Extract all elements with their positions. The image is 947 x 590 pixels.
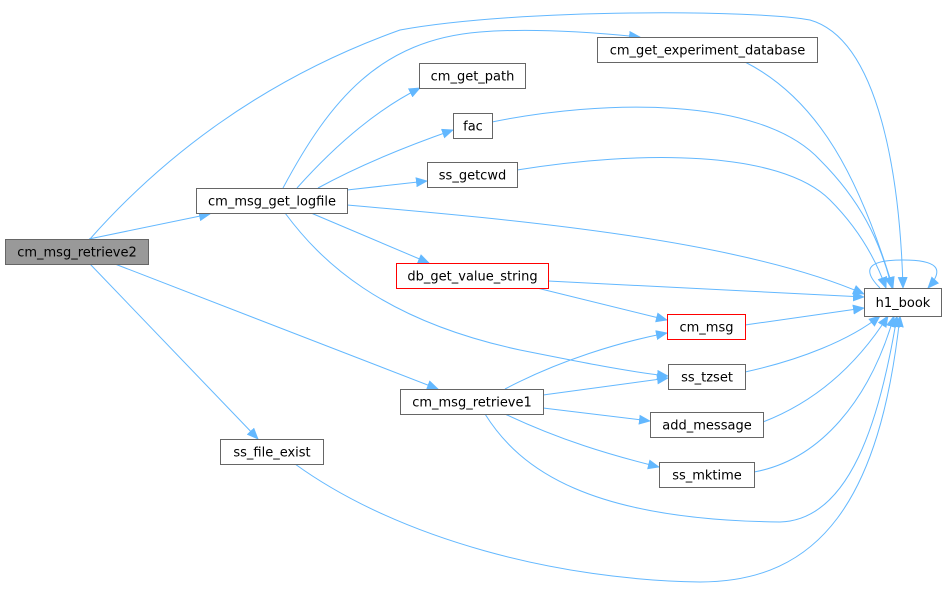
edge-cm-msg-retrieve1-to-cm-msg bbox=[504, 330, 668, 390]
node-box-cm-msg-retrieve2 bbox=[5, 239, 149, 265]
edge-cm-msg-retrieve2-to-cm-msg-retrieve1 bbox=[114, 263, 439, 390]
edge-cm-get-experiment-database-to-h1-book bbox=[744, 61, 895, 289]
node-label-add-message: add_message bbox=[662, 419, 751, 434]
node-box-cm-get-experiment-database bbox=[597, 37, 818, 63]
node-ss-mktime[interactable]: ss_mktime bbox=[659, 462, 755, 488]
node-box-cm-msg bbox=[667, 314, 746, 340]
edge-cm-msg-get-logfile-to-ss-getcwd bbox=[346, 177, 428, 191]
node-box-ss-file-exist bbox=[220, 439, 324, 465]
node-box-ss-tzset bbox=[668, 364, 746, 390]
node-cm-msg-retrieve1[interactable]: cm_msg_retrieve1 bbox=[400, 389, 544, 415]
node-box-db-get-value-string bbox=[396, 263, 549, 289]
edge-cm-msg-get-logfile-to-db-get-value-string bbox=[310, 212, 430, 264]
edge-cm-msg-retrieve2-to-h1-book bbox=[89, 12, 908, 289]
edge-ss-getcwd-to-h1-book bbox=[516, 157, 888, 289]
edge-cm-msg-retrieve1-to-h1-book bbox=[484, 315, 901, 523]
node-box-h1-book bbox=[864, 288, 942, 317]
node-ss-file-exist[interactable]: ss_file_exist bbox=[220, 439, 324, 465]
node-add-message[interactable]: add_message bbox=[650, 412, 764, 438]
node-ss-getcwd[interactable]: ss_getcwd bbox=[427, 162, 518, 188]
node-label-h1-book: h1_book bbox=[876, 296, 931, 311]
edge-cm-msg-get-logfile-to-fac bbox=[317, 128, 454, 189]
edges-layer bbox=[88, 12, 940, 583]
node-label-cm-get-path: cm_get_path bbox=[431, 70, 515, 85]
nodes-layer: cm_msg_retrieve2 cm_msg_get_logfile cm_msg… bbox=[5, 37, 942, 488]
edge-cm-msg-get-logfile-to-ss-tzset bbox=[284, 212, 669, 380]
node-cm-get-experiment-database[interactable]: cm_get_experiment_database bbox=[597, 37, 818, 63]
edge-add-message-to-h1-book bbox=[762, 315, 889, 423]
node-label-fac: fac bbox=[463, 120, 483, 135]
edge-cm-msg-get-logfile-to-h1-book bbox=[346, 204, 865, 295]
node-box-ss-getcwd bbox=[427, 162, 518, 188]
node-box-ss-mktime bbox=[659, 462, 755, 488]
node-box-fac bbox=[453, 113, 493, 139]
node-label-db-get-value-string: db_get_value_string bbox=[407, 270, 537, 285]
node-label-ss-file-exist: ss_file_exist bbox=[233, 446, 310, 461]
node-cm-get-path[interactable]: cm_get_path bbox=[419, 63, 526, 89]
node-box-add-message bbox=[650, 412, 764, 438]
edge-cm-msg-retrieve2-to-cm-msg-get-logfile bbox=[88, 211, 211, 240]
node-label-ss-tzset: ss_tzset bbox=[681, 371, 733, 386]
edge-cm-msg-retrieve1-to-add-message bbox=[542, 407, 651, 425]
edge-ss-file-exist-to-h1-book bbox=[294, 315, 904, 583]
node-label-cm-msg: cm_msg bbox=[680, 321, 734, 336]
node-cm-msg-get-logfile[interactable]: cm_msg_get_logfile bbox=[196, 188, 348, 214]
edge-h1-book-to-h1-book bbox=[869, 259, 940, 289]
node-cm-msg[interactable]: cm_msg bbox=[667, 314, 746, 340]
node-label-cm-msg-retrieve2: cm_msg_retrieve2 bbox=[17, 246, 137, 261]
edge-cm-msg-get-logfile-to-cm-get-path bbox=[296, 87, 421, 189]
node-cm-msg-retrieve2[interactable]: cm_msg_retrieve2 bbox=[5, 239, 149, 265]
node-h1-book[interactable]: h1_book bbox=[864, 288, 942, 317]
edge-db-get-value-string-to-cm-msg bbox=[536, 287, 668, 323]
node-label-cm-get-experiment-database: cm_get_experiment_database bbox=[610, 44, 806, 59]
edge-ss-tzset-to-h1-book bbox=[744, 315, 881, 373]
node-label-ss-getcwd: ss_getcwd bbox=[439, 169, 506, 184]
edge-cm-msg-retrieve2-to-ss-file-exist bbox=[89, 263, 259, 440]
edge-db-get-value-string-to-h1-book bbox=[547, 280, 865, 302]
node-label-cm-msg-get-logfile: cm_msg_get_logfile bbox=[208, 195, 336, 210]
node-db-get-value-string[interactable]: db_get_value_string bbox=[396, 263, 549, 289]
node-label-ss-mktime: ss_mktime bbox=[672, 469, 742, 484]
edge-cm-msg-retrieve1-to-ss-mktime bbox=[504, 413, 660, 470]
node-box-cm-msg-get-logfile bbox=[196, 188, 348, 214]
node-box-cm-msg-retrieve1 bbox=[400, 389, 544, 415]
edge-cm-msg-to-h1-book bbox=[744, 304, 865, 326]
node-label-cm-msg-retrieve1: cm_msg_retrieve1 bbox=[412, 396, 532, 411]
edge-cm-msg-get-logfile-to-cm-get-experiment-database bbox=[282, 29, 641, 189]
node-box-cm-get-path bbox=[419, 63, 526, 89]
edge-fac-to-h1-book bbox=[491, 106, 895, 289]
node-fac[interactable]: fac bbox=[453, 113, 493, 139]
edge-cm-msg-retrieve1-to-ss-tzset bbox=[542, 374, 669, 396]
node-ss-tzset[interactable]: ss_tzset bbox=[668, 364, 746, 390]
edge-ss-mktime-to-h1-book bbox=[753, 315, 896, 473]
